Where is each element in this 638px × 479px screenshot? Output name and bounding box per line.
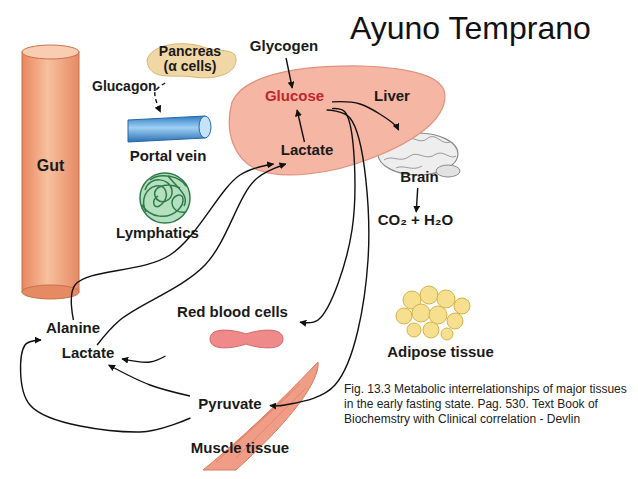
figure-caption: Fig. 13.3 Metabolic interrelationships o… [344, 382, 629, 427]
node-text: Pyruvate [190, 396, 270, 413]
metabolite-label: Glucose [257, 88, 332, 110]
liver-organ-outline [222, 62, 447, 180]
metabolite-label: Alanine [38, 320, 108, 340]
metabolite-label: Glycogen [244, 38, 324, 58]
node-text: Glycogen [244, 38, 324, 55]
lymphatics: Lymphatics [100, 170, 215, 244]
node-text: Alanine [38, 320, 108, 337]
node-text: Glucose [257, 88, 332, 105]
portal-vein-tube [128, 116, 211, 142]
product-label: CO₂ + H₂O [368, 212, 463, 236]
node-text: Gut [18, 157, 83, 175]
adipose-tissue: Adipose tissue [383, 282, 498, 364]
metabolite-label: Pyruvate [190, 396, 270, 418]
node-text: Adipose tissue [383, 344, 498, 361]
diagram-title: Ayuno Temprano [350, 10, 591, 47]
node-text: Lymphatics [100, 225, 215, 242]
pancreas-organ: Pancreas (α cells) [143, 38, 238, 83]
metabolite-label: Lactate [54, 345, 122, 365]
adipose-cells [396, 286, 470, 340]
node-text: Lactate [272, 142, 342, 159]
gut-cylinder-end [22, 285, 79, 299]
liver-shape [229, 66, 445, 175]
pancreas-shape [147, 44, 236, 78]
flow-arrow [109, 365, 190, 396]
flow-arrow [416, 188, 417, 212]
node-text: Muscle tissue [175, 440, 305, 457]
metabolite-label: Lactate [272, 142, 342, 164]
node-text: Portal vein [118, 148, 218, 165]
flow-arrow [122, 356, 165, 362]
liver-organ: GlucoseLactate Liver [222, 62, 447, 180]
portal-vein: Portal vein [118, 112, 218, 167]
gut-cylinder-top [22, 45, 79, 59]
brain-organ: Brain [372, 130, 467, 188]
node-text: Red blood cells [165, 304, 300, 321]
gut-organ: Gut [18, 42, 83, 300]
node-text: Pancreas (α cells) [153, 44, 227, 75]
flow-arrow [71, 164, 273, 320]
edge-label: Glucagon [92, 78, 157, 94]
flow-arrow [21, 340, 191, 432]
node-text: Lactate [54, 345, 122, 362]
node-text: Brain [372, 169, 467, 186]
red-blood-cell [210, 330, 283, 348]
muscle-tissue: Muscle tissue [175, 440, 305, 464]
red-blood-cells: Red blood cells [165, 304, 300, 356]
lymphatics-tangle [140, 173, 190, 223]
node-text: CO₂ + H₂O [368, 212, 463, 229]
node-text: Liver [362, 88, 422, 105]
